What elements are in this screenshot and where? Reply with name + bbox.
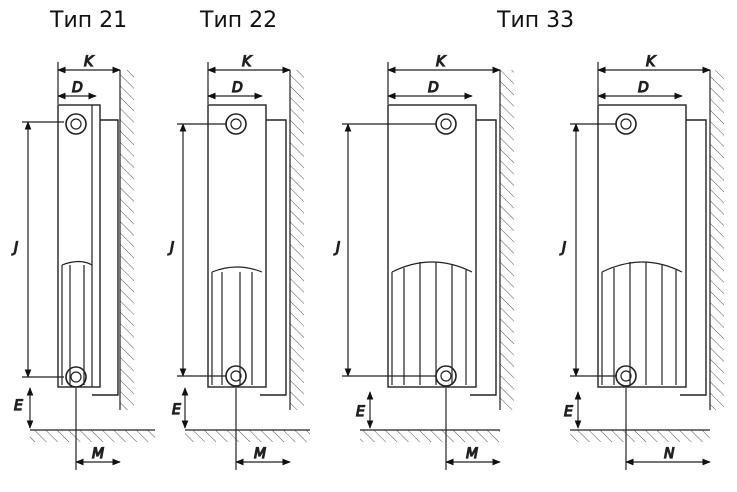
diagram-type-33-m: K D J E M (332, 53, 514, 470)
label-K: K (646, 54, 657, 70)
floor-hatch (185, 430, 310, 442)
diagram-type-22: K D J E M (166, 53, 310, 470)
radiator-body (597, 104, 687, 388)
floor-hatch (30, 430, 155, 442)
title-type-33: Тип 33 (497, 8, 575, 33)
wall-hatch (710, 70, 724, 410)
label-K: K (436, 54, 447, 70)
label-E: E (14, 398, 23, 414)
label-J: J (11, 240, 18, 256)
wall-hatch (290, 70, 304, 410)
label-K: K (242, 54, 253, 70)
label-K: K (84, 54, 95, 70)
label-M: M (466, 446, 478, 462)
label-J: J (559, 240, 566, 256)
radiator-body (387, 104, 477, 388)
title-type-21: Тип 21 (50, 8, 128, 33)
radiator-body (57, 104, 101, 388)
label-D: D (72, 80, 83, 96)
label-D: D (638, 80, 649, 96)
label-E: E (564, 404, 573, 420)
label-E: E (172, 402, 181, 418)
title-type-22: Тип 22 (200, 8, 278, 33)
label-M: M (254, 446, 266, 462)
wall-hatch (120, 70, 134, 410)
label-D: D (428, 80, 439, 96)
label-E: E (356, 404, 365, 420)
label-N: N (664, 446, 675, 462)
floor-hatch (570, 430, 710, 442)
wall-hatch (500, 70, 514, 410)
label-J: J (333, 240, 340, 256)
label-D: D (232, 80, 243, 96)
radiator-body (207, 104, 267, 388)
diagram-type-33-n: K D J E N (558, 53, 724, 470)
label-J: J (167, 240, 174, 256)
floor-hatch (360, 430, 500, 442)
diagram-type-21: K D J E M (10, 53, 155, 470)
label-M: M (92, 446, 104, 462)
